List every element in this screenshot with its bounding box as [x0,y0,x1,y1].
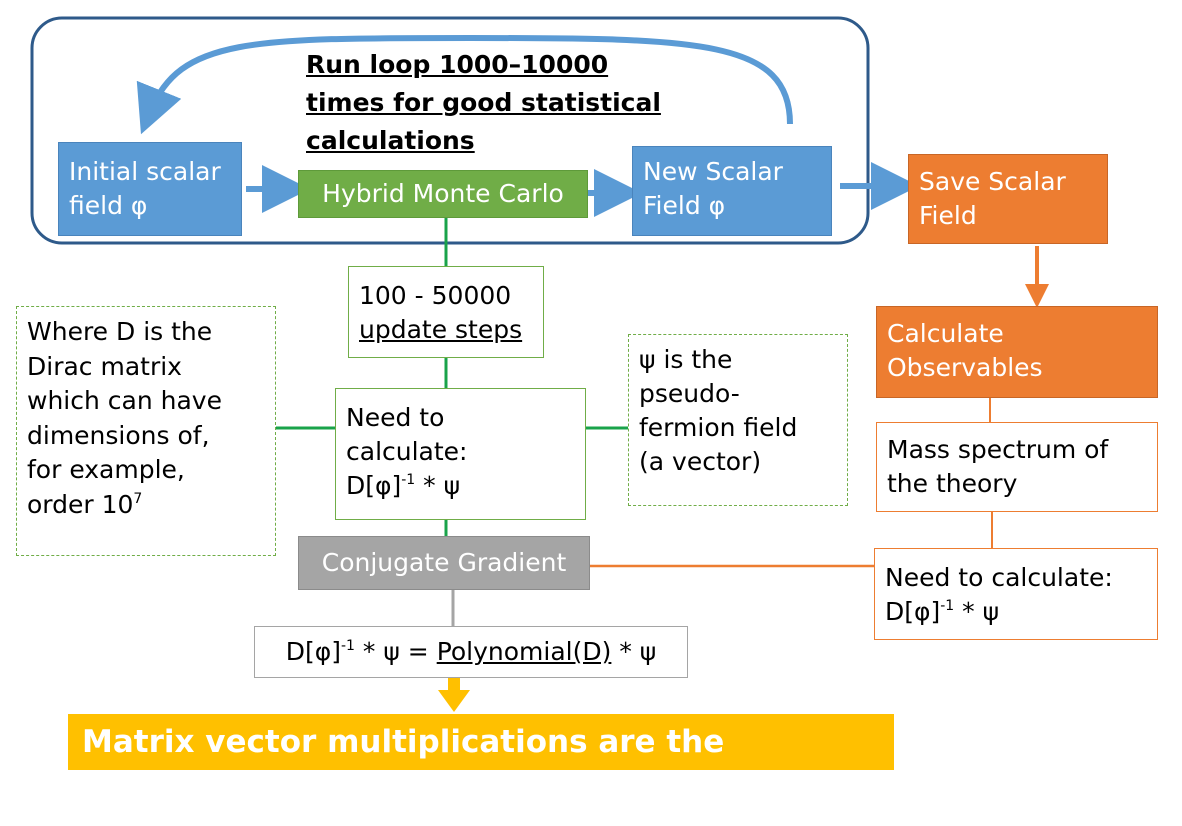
loop-note-line1: Run loop 1000–10000 [306,50,609,79]
dirac-note-line6: order 10 [27,489,134,519]
need-center-exp: -1 [401,472,416,488]
conjugate-gradient-box: Conjugate Gradient [298,536,590,590]
need-to-calculate-right-box: Need to calculate: D[φ]-1 * ψ [874,548,1158,640]
new-field-line1: New Scalar [643,157,783,186]
save-field-line1: Save Scalar [919,167,1066,196]
calculate-observables-box: Calculate Observables [876,306,1158,398]
calc-obs-line1: Calculate [887,319,1004,348]
dirac-note-exponent: 7 [133,490,143,507]
initial-scalar-field-box: Initial scalar field φ [58,142,242,236]
dirac-note-line5: for example, [27,455,185,484]
psi-note-line1: ψ is the [639,345,733,374]
psi-note-line2: pseudo- [639,379,740,408]
need-center-formula: D[φ]-1 * ψ [346,469,575,503]
update-steps-box: 100 - 50000 update steps [348,266,544,358]
need-right-rhs: * ψ [954,597,1000,626]
poly-mid: * ψ = [354,637,437,666]
dirac-note-line2: Dirac matrix [27,351,182,381]
need-right-line1: Need to calculate: [885,563,1113,592]
need-to-calculate-center-box: Need to calculate: D[φ]-1 * ψ [335,388,586,520]
loop-note: Run loop 1000–10000 times for good stati… [306,46,686,160]
gold-arrow-head [438,690,470,712]
poly-formula: D[φ]-1 * ψ = Polynomial(D) * ψ [286,635,657,669]
loop-note-line2: times for good statistical [306,88,661,117]
loop-container [30,16,870,245]
initial-field-line2: field φ [69,191,148,220]
poly-lhs: D[φ] [285,637,341,666]
psi-note-box: ψ is the pseudo- fermion field (a vector… [628,334,848,506]
need-right-lhs: D[φ] [885,597,941,626]
new-field-line2: Field φ [643,191,726,220]
calc-obs-line2: Observables [887,353,1043,382]
poly-tail: * ψ [611,637,657,666]
dirac-note-line1: Where D is the [27,317,213,346]
need-right-exp: -1 [940,598,955,614]
need-center-line1: Need to [346,403,445,432]
save-scalar-field-box: Save Scalar Field [908,154,1108,244]
dirac-note-line4: dimensions of, [27,420,210,450]
need-center-line2: calculate: [346,437,468,466]
initial-field-line1: Initial scalar [69,157,221,186]
dirac-note-box: Where D is the Dirac matrix which can ha… [16,306,276,556]
loop-back-arrow [136,34,793,135]
psi-note-line3: fermion field [639,413,798,442]
dirac-note-line3: which can have [27,386,222,415]
save-field-line2: Field [919,201,977,230]
update-steps-line2: update steps [359,315,523,344]
need-center-rhs: * ψ [415,471,461,500]
update-steps-line1: 100 - 50000 [359,281,512,310]
mass-line1: Mass spectrum of [887,435,1109,464]
hmc-label: Hybrid Monte Carlo [322,179,564,208]
hybrid-monte-carlo-box: Hybrid Monte Carlo [298,170,588,218]
cg-label: Conjugate Gradient [321,548,567,577]
psi-note-line4: (a vector) [639,447,762,476]
need-right-formula: D[φ]-1 * ψ [885,595,1147,629]
loop-note-line3: calculations [306,126,475,155]
gold-arrow-shaft [448,678,460,692]
bottleneck-banner: Matrix vector multiplications are the bo… [68,714,894,816]
connector-layer [30,16,1049,712]
mass-line2: the theory [887,469,1018,498]
mass-spectrum-box: Mass spectrum of the theory [876,422,1158,512]
need-center-lhs: D[φ] [346,471,402,500]
polynomial-box: D[φ]-1 * ψ = Polynomial(D) * ψ [254,626,688,678]
poly-polynomial: Polynomial(D) [436,637,612,666]
new-scalar-field-box: New Scalar Field φ [632,146,832,236]
poly-exp: -1 [340,638,355,654]
